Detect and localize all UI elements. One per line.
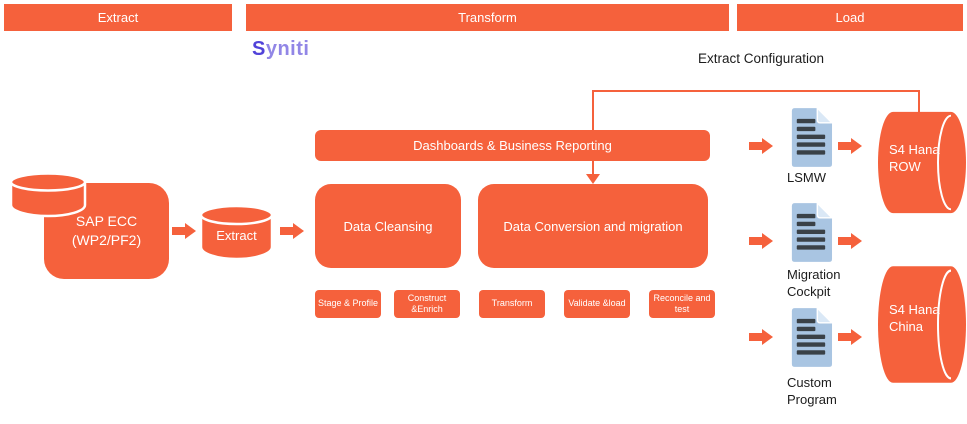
phase-bar-transform: Transform xyxy=(246,4,729,31)
data-cleansing-label: Data Cleansing xyxy=(343,218,433,234)
step-label: Transform xyxy=(491,298,533,309)
step-transform: Transform xyxy=(479,290,545,318)
data-conversion-label: Data Conversion and migration xyxy=(503,218,683,234)
phase-bar-extract-label: Extract xyxy=(97,10,139,25)
step-reconcile-test: Reconcile and test xyxy=(649,290,715,318)
arrow-right-icon xyxy=(749,233,773,249)
phase-bar-transform-label: Transform xyxy=(458,10,517,25)
target-db-label: S4 Hana China xyxy=(889,302,940,334)
target-db-s4hana-china: S4 Hana China xyxy=(877,264,967,385)
target-db-s4hana-row: S4 Hana ROW xyxy=(877,110,967,215)
target-db-label: S4 Hana ROW xyxy=(889,142,940,174)
arrow-right-icon xyxy=(838,138,862,154)
staging-db-label: Extract xyxy=(216,228,257,243)
tool-label-migration-cockpit: Migration Cockpit xyxy=(787,267,841,299)
step-label: Construct &Enrich xyxy=(407,292,447,314)
syniti-logo-rest: yniti xyxy=(265,38,310,60)
step-label: Stage & Profile xyxy=(317,298,379,309)
staging-db-cylinder: Extract xyxy=(199,204,274,261)
arrow-right-icon xyxy=(172,223,196,239)
data-conversion-box: Data Conversion and migration xyxy=(478,184,708,268)
database-cylinder-icon xyxy=(8,172,88,218)
reporting-bar-label: Dashboards & Business Reporting xyxy=(413,138,612,153)
step-label: Validate &load xyxy=(568,298,626,309)
syniti-logo: Syniti xyxy=(252,38,309,61)
tool-label-lsmw: LSMW xyxy=(787,170,826,185)
connector-line-horizontal xyxy=(592,90,920,92)
arrow-right-icon xyxy=(749,138,773,154)
arrow-right-icon xyxy=(838,329,862,345)
arrow-right-icon xyxy=(280,223,304,239)
connector-line-vertical-right xyxy=(918,90,920,112)
document-icon xyxy=(786,201,834,263)
tool-label-custom-program: Custom Program xyxy=(787,375,837,407)
phase-bar-load-label: Load xyxy=(835,10,865,25)
step-validate-load: Validate &load xyxy=(564,290,630,318)
document-icon xyxy=(786,106,834,168)
arrow-right-icon xyxy=(749,329,773,345)
source-system-label: SAP ECC (WP2/PF2) xyxy=(71,213,142,248)
arrow-down-icon xyxy=(586,174,600,184)
reporting-bar: Dashboards & Business Reporting xyxy=(315,130,710,161)
document-icon xyxy=(786,306,834,368)
step-label: Reconcile and test xyxy=(653,292,711,314)
phase-bar-load: Load xyxy=(737,4,963,31)
data-cleansing-box: Data Cleansing xyxy=(315,184,461,268)
step-stage-profile: Stage & Profile xyxy=(315,290,381,318)
arrow-right-icon xyxy=(838,233,862,249)
extract-configuration-label: Extract Configuration xyxy=(698,51,825,66)
phase-bar-extract: Extract xyxy=(4,4,232,31)
step-construct-enrich: Construct &Enrich xyxy=(394,290,460,318)
syniti-logo-first-letter: S xyxy=(252,38,266,60)
